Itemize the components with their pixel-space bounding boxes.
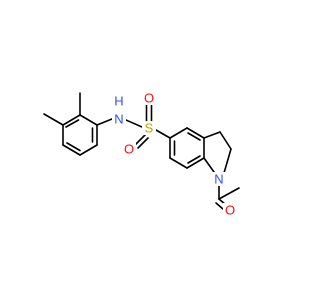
carbonyl-o-bond-2	[215, 202, 224, 210]
hydrogen-amide-label: H	[114, 94, 123, 109]
nitrogen-amide-label: N	[114, 112, 123, 127]
nitrogen-ring-label: N	[214, 172, 223, 187]
ring-c-bond-3	[223, 148, 232, 174]
ring-a-double-2	[66, 142, 81, 152]
atom-label-oxygen-top: O	[142, 91, 156, 106]
ring-a-bond-5	[79, 144, 98, 156]
acetyl-methyl-bond	[218, 187, 240, 200]
ring-b-double-2	[187, 155, 201, 164]
ring-c-bond-4	[203, 157, 215, 173]
ring-c-bond-1	[203, 131, 221, 139]
n-s-bond	[125, 119, 143, 128]
ring-a-bond-2	[62, 114, 81, 126]
ring-a-bond-1	[79, 114, 98, 126]
s-o-bottom-bond-2	[137, 137, 149, 149]
ring-a-double-1	[65, 119, 80, 128]
ring-b-bond-2	[186, 127, 205, 139]
ring-b-bond-1	[169, 127, 188, 139]
atom-label-sulfur: S	[142, 121, 156, 136]
atom-label-nitrogen-ring: N	[212, 172, 226, 187]
ring-c-bond-2	[219, 131, 232, 150]
atom-label-oxygen-bottom: O	[122, 142, 136, 157]
ring-b-double-1	[187, 132, 201, 141]
ring-b-bond-5	[169, 157, 188, 169]
sulfur-label: S	[145, 121, 154, 136]
molecule-structure-diagram: N H S O O N O	[43, 91, 240, 218]
methyl-bond-2	[43, 113, 64, 126]
s-aryl-bond	[155, 129, 171, 139]
atom-label-oxygen-carbonyl: O	[223, 203, 237, 218]
bond-layer	[43, 92, 240, 210]
atom-label-nitrogen-amide: N	[112, 112, 126, 127]
atom-label-hydrogen-amide: H	[112, 94, 126, 109]
aryl-n-bond	[96, 118, 113, 126]
ring-b-bond-4	[186, 157, 205, 169]
oxygen-top-label: O	[144, 91, 154, 106]
oxygen-carbonyl-label: O	[225, 203, 235, 218]
oxygen-bottom-label: O	[124, 142, 134, 157]
ring-a-bond-4	[62, 144, 81, 156]
s-o-bottom-bond-1	[134, 134, 146, 146]
